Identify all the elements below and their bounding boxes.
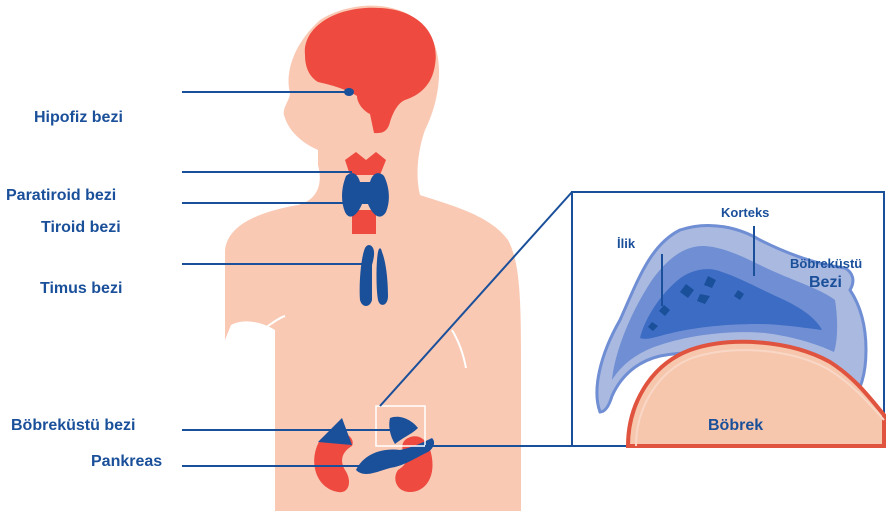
inset-label-ilik: İlik (617, 237, 635, 251)
inset-label-bezi: Bezi (809, 274, 842, 292)
label-bobrekustu: Böbreküstü bezi (11, 418, 135, 434)
label-paratiroid: Paratiroid bezi (6, 188, 116, 204)
label-timus: Timus bezi (40, 281, 122, 297)
pituitary-gland (344, 88, 354, 96)
inset-label-bobrekustu: Böbreküstü (790, 257, 862, 271)
adrenal-inset (572, 192, 884, 446)
inset-label-bobrek: Böbrek (708, 417, 763, 435)
label-hipofiz: Hipofiz bezi (34, 110, 123, 126)
label-tiroid: Tiroid bezi (41, 220, 121, 236)
inset-label-korteks: Korteks (721, 206, 769, 220)
label-pankreas: Pankreas (91, 454, 162, 470)
